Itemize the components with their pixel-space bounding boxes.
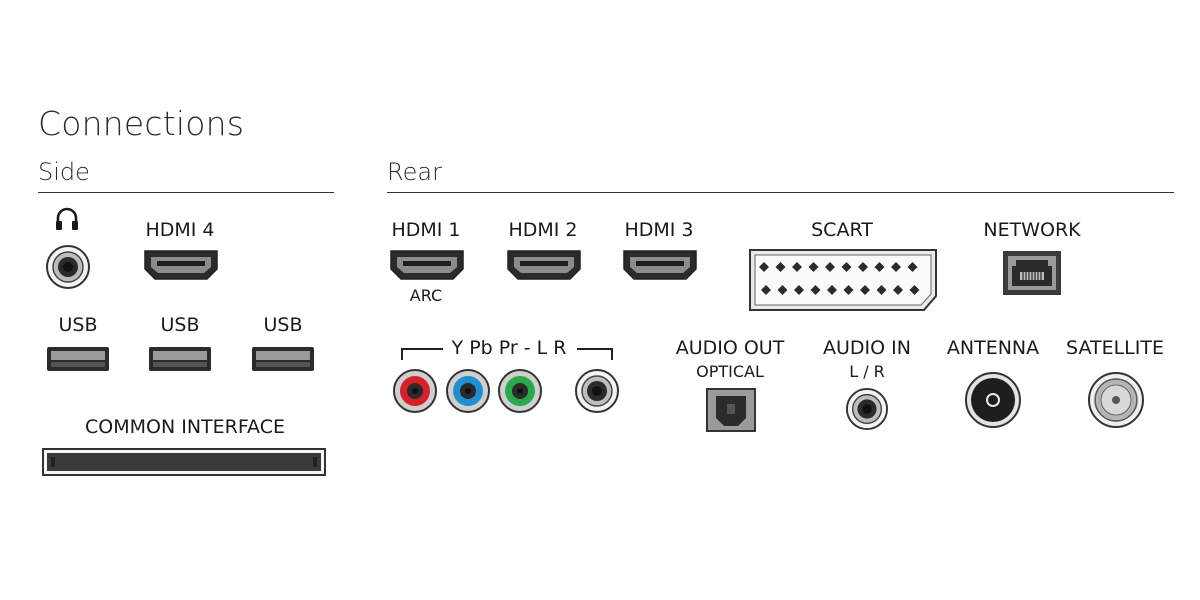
component-label: Y Pb Pr - L R [451, 337, 567, 359]
hdmi1-port [390, 250, 464, 280]
usb-port-1 [47, 347, 109, 371]
network-label: NETWORK [983, 219, 1081, 241]
component-lr-audio-jack [575, 369, 619, 413]
hdmi2-port [507, 250, 581, 280]
hdmi4-port [144, 250, 218, 280]
network-port [1003, 251, 1061, 295]
audio-in-lr-label: L / R [849, 362, 885, 381]
scart-pin [860, 285, 870, 295]
scart-pin [893, 285, 903, 295]
page-title: Connections [38, 104, 245, 143]
hdmi3-label: HDMI 3 [624, 219, 694, 241]
component-pr-green-jack [498, 369, 542, 413]
scart-pin [810, 285, 821, 295]
antenna-port [965, 372, 1021, 428]
component-y-red-jack [393, 369, 437, 413]
antenna-label: ANTENNA [946, 337, 1040, 359]
scart-pin [794, 285, 804, 295]
scart-pin [827, 285, 837, 295]
scart-pin [909, 285, 920, 295]
common-interface-label: COMMON INTERFACE [85, 416, 285, 438]
section-rear-title: Rear [387, 158, 442, 186]
component-pb-blue-jack [446, 369, 490, 413]
scart-pin [858, 262, 868, 272]
usb-label-1: USB [58, 314, 98, 336]
scart-pin [907, 262, 918, 272]
usb-label-3: USB [263, 314, 303, 336]
scart-pin [841, 262, 852, 272]
scart-pin [777, 285, 788, 295]
rear-divider [387, 192, 1174, 193]
scart-label: SCART [811, 219, 873, 241]
audio-out-optical-label: OPTICAL [696, 362, 764, 381]
scart-port [749, 249, 937, 311]
audio-in-label: AUDIO IN [823, 337, 911, 359]
scart-pin [891, 262, 901, 272]
usb-label-2: USB [160, 314, 200, 336]
audio-out-label: AUDIO OUT [675, 337, 785, 359]
optical-audio-out-port [706, 388, 756, 432]
scart-pins [759, 262, 920, 295]
scart-pin [843, 285, 854, 295]
hdmi1-label: HDMI 1 [391, 219, 461, 241]
scart-pin [808, 262, 819, 272]
scart-pin [775, 262, 786, 272]
usb-port-3 [252, 347, 314, 371]
scart-pin [874, 262, 885, 272]
section-side-title: Side [38, 158, 90, 186]
scart-pin [876, 285, 887, 295]
satellite-label: SATELLITE [1066, 337, 1164, 359]
scart-pin [761, 285, 771, 295]
side-divider [38, 192, 334, 193]
scart-pin [825, 262, 835, 272]
hdmi1-arc-label: ARC [409, 286, 443, 305]
usb-port-2 [149, 347, 211, 371]
headphones-icon [56, 207, 78, 230]
satellite-port [1088, 372, 1144, 428]
hdmi3-port [623, 250, 697, 280]
audio-in-jack [845, 387, 889, 431]
component-bracket-left [401, 348, 443, 360]
hdmi2-label: HDMI 2 [508, 219, 578, 241]
headphone-jack [46, 245, 90, 289]
scart-pin [759, 262, 769, 272]
component-bracket-right [577, 348, 613, 360]
scart-pin [792, 262, 802, 272]
common-interface-slot [42, 448, 326, 476]
hdmi4-label: HDMI 4 [145, 219, 215, 241]
